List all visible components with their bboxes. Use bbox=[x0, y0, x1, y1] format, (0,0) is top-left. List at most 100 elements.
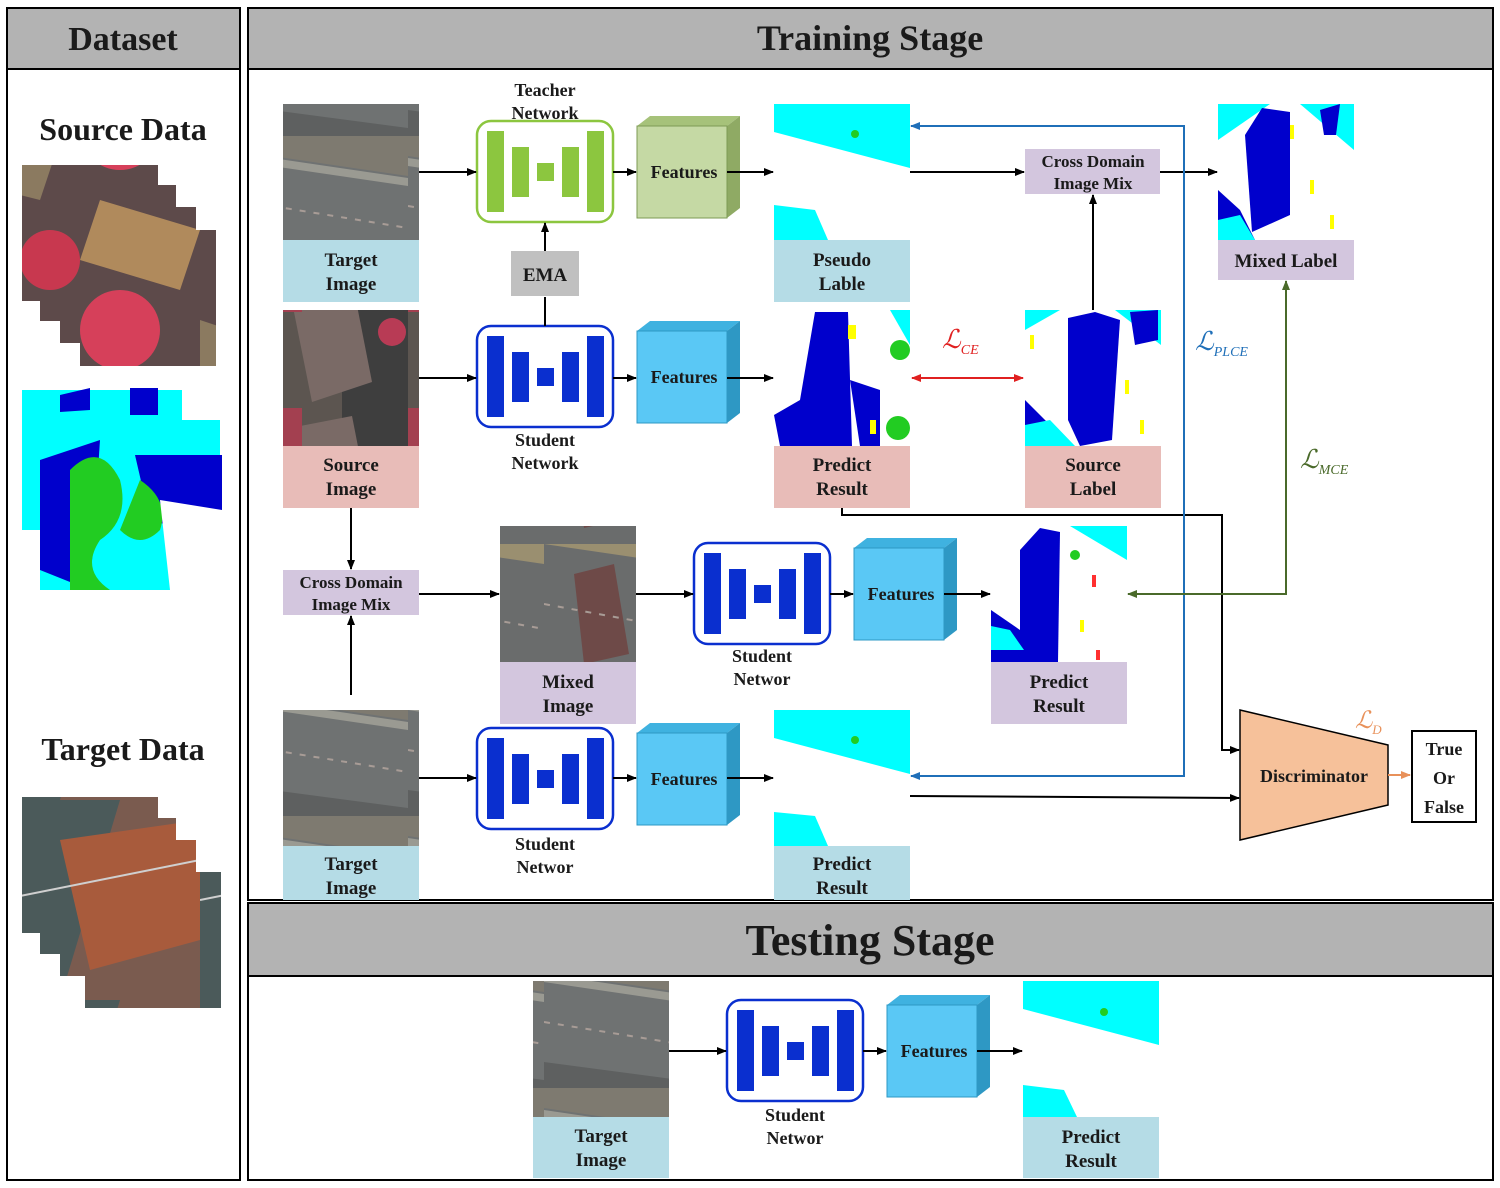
test-target-image-box bbox=[533, 1117, 669, 1178]
test-features-box: Features bbox=[886, 995, 990, 1098]
dataset-title: Dataset bbox=[68, 21, 178, 58]
svg-text:Predict: Predict bbox=[1030, 672, 1089, 693]
svg-text:Mixed: Mixed bbox=[542, 672, 594, 693]
features-box-student-3: Features bbox=[636, 723, 740, 826]
svg-text:Label: Label bbox=[1070, 479, 1116, 500]
svg-text:Result: Result bbox=[816, 878, 868, 899]
predict-result-mixed-box bbox=[991, 662, 1127, 724]
source-image-stack bbox=[22, 165, 216, 366]
svg-text:Features: Features bbox=[868, 584, 935, 604]
target-image-2-box bbox=[283, 846, 419, 900]
loss-plce: ℒPLCE bbox=[1195, 327, 1248, 360]
svg-text:Network: Network bbox=[512, 453, 579, 473]
source-data-title: Source Data bbox=[39, 111, 206, 147]
svg-text:Features: Features bbox=[901, 1041, 968, 1061]
predict-result-mixed bbox=[991, 526, 1127, 662]
testing-title: Testing Stage bbox=[746, 916, 995, 965]
target-image-1-label-a: Target bbox=[324, 250, 378, 271]
teacher-network bbox=[475, 119, 615, 224]
target-image-stack bbox=[22, 797, 221, 1008]
cross-domain-mix-left bbox=[283, 570, 419, 615]
svg-text:Image: Image bbox=[326, 878, 377, 899]
ema-label: EMA bbox=[523, 265, 568, 286]
source-label-image bbox=[1025, 310, 1161, 446]
training-title: Training Stage bbox=[757, 18, 983, 58]
pseudo-label-box bbox=[774, 240, 910, 302]
target-image-1-label-box bbox=[283, 240, 419, 302]
svg-text:Image Mix: Image Mix bbox=[1054, 174, 1133, 193]
ema-box bbox=[511, 251, 579, 296]
svg-text:Result: Result bbox=[1033, 696, 1085, 717]
svg-text:Target: Target bbox=[324, 854, 378, 875]
svg-text:Image: Image bbox=[576, 1150, 627, 1171]
mixed-label-box bbox=[1218, 240, 1354, 280]
svg-text:Mixed Label: Mixed Label bbox=[1235, 251, 1338, 272]
predict-result-source-box bbox=[774, 446, 910, 508]
mixed-image-box bbox=[500, 662, 636, 724]
dataset-header bbox=[6, 7, 241, 70]
test-predict-result-box bbox=[1023, 1117, 1159, 1178]
pseudo-label-image bbox=[774, 104, 910, 240]
svg-text:Image: Image bbox=[543, 696, 594, 717]
svg-text:Features: Features bbox=[651, 769, 718, 789]
features-box-student-2: Features bbox=[853, 538, 957, 641]
loss-ce: ℒCE bbox=[942, 325, 979, 358]
true-or-false-box bbox=[1411, 730, 1477, 823]
target-image-1-label-b: Image bbox=[326, 274, 377, 295]
svg-text:Networ: Networ bbox=[734, 669, 791, 689]
teacher-label-b: Network bbox=[512, 103, 579, 123]
features-box-teacher: Features bbox=[636, 116, 740, 219]
svg-text:Lable: Lable bbox=[819, 274, 865, 295]
student-network-2 bbox=[692, 541, 832, 646]
flow-arrows bbox=[347, 168, 1240, 802]
predict-result-target-box bbox=[774, 846, 910, 900]
target-image-2 bbox=[283, 710, 419, 846]
cross-domain-mix-top bbox=[1025, 149, 1160, 194]
svg-text:Networ: Networ bbox=[767, 1128, 824, 1148]
svg-text:Image: Image bbox=[326, 479, 377, 500]
svg-text:Image Mix: Image Mix bbox=[312, 595, 391, 614]
student-network-1 bbox=[475, 324, 615, 429]
svg-text:False: False bbox=[1424, 797, 1464, 817]
svg-text:Features: Features bbox=[651, 367, 718, 387]
source-image bbox=[283, 310, 419, 446]
source-label-stack bbox=[22, 388, 222, 590]
mce-arrow bbox=[1127, 280, 1290, 598]
svg-text:Cross Domain: Cross Domain bbox=[299, 573, 403, 592]
test-student-network bbox=[725, 998, 865, 1103]
loss-d: ℒD bbox=[1355, 708, 1382, 737]
svg-text:Source: Source bbox=[323, 455, 379, 476]
svg-text:True: True bbox=[1426, 739, 1463, 759]
svg-text:Result: Result bbox=[816, 479, 868, 500]
target-data-title: Target Data bbox=[41, 731, 204, 767]
test-predict-result bbox=[1023, 981, 1159, 1117]
mixed-label-image bbox=[1218, 104, 1354, 240]
svg-text:Or: Or bbox=[1433, 768, 1455, 788]
student-networ-3-label-b: Networ bbox=[517, 857, 574, 877]
svg-text:Pseudo: Pseudo bbox=[813, 250, 871, 271]
predict-result-source bbox=[774, 310, 910, 446]
svg-text:Student: Student bbox=[732, 646, 792, 666]
student-network-3 bbox=[475, 726, 615, 831]
svg-text:Cross Domain: Cross Domain bbox=[1041, 152, 1145, 171]
test-target-image bbox=[533, 981, 669, 1117]
svg-text:Student: Student bbox=[515, 430, 575, 450]
svg-text:Discriminator: Discriminator bbox=[1260, 766, 1368, 786]
svg-text:Predict: Predict bbox=[813, 455, 872, 476]
svg-text:Predict: Predict bbox=[1062, 1127, 1121, 1148]
discriminator bbox=[1239, 709, 1389, 841]
source-image-box bbox=[283, 446, 419, 508]
testing-header bbox=[247, 902, 1494, 977]
svg-text:Result: Result bbox=[1065, 1151, 1117, 1172]
training-header bbox=[247, 7, 1494, 70]
svg-text:Student: Student bbox=[515, 834, 575, 854]
svg-text:Source: Source bbox=[1065, 455, 1121, 476]
features-box-student-1: Features bbox=[636, 321, 740, 424]
svg-text:Target: Target bbox=[574, 1126, 628, 1147]
svg-text:Predict: Predict bbox=[813, 854, 872, 875]
svg-text:Student: Student bbox=[765, 1105, 825, 1125]
loss-mce: ℒMCE bbox=[1300, 445, 1349, 478]
target-image-1 bbox=[283, 104, 419, 240]
mixed-image bbox=[500, 526, 636, 662]
